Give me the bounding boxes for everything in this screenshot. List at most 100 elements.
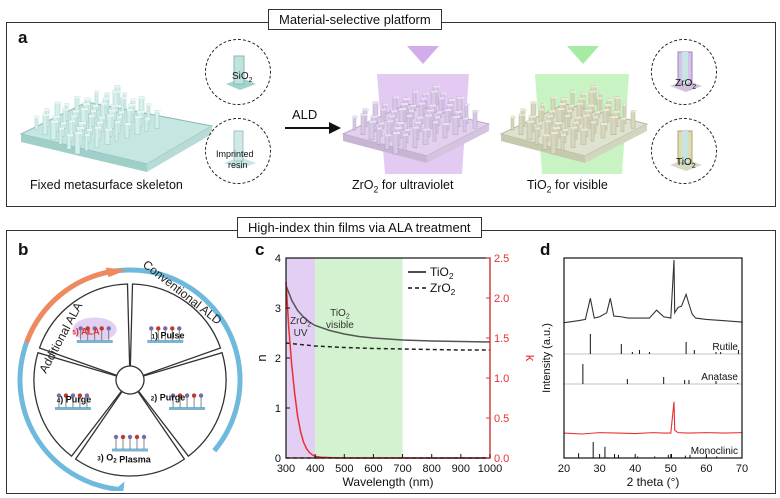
tio2-pillar-top [623, 103, 628, 106]
step-plasma-label: 3) O2 Plasma [97, 452, 152, 464]
tio2-pillar-top [607, 99, 613, 101]
zro2-pillar-top [419, 102, 425, 105]
zro2-pillar-top [383, 103, 388, 106]
step-purge4-label: 4) Purge [57, 394, 92, 404]
skeleton-pillar-top [123, 92, 128, 95]
skeleton-pillar-top [43, 113, 49, 116]
k-tick-label: 0.0 [494, 453, 509, 465]
ala-arrowhead [105, 267, 127, 278]
tio2-inset-label: TiO2 [676, 157, 696, 170]
tio2-pillar-top [541, 103, 546, 106]
molecule-atom [191, 393, 197, 398]
skeleton-pillar-top [129, 104, 135, 106]
sio2-pillar-icon [226, 55, 256, 90]
x-tick-label: 1000 [478, 463, 502, 475]
tio2-pillar-top [551, 96, 557, 99]
n-axis-title: n [254, 354, 269, 361]
skeleton-pillar-top [95, 126, 101, 129]
tio2-pillar-top [601, 123, 607, 125]
molecule-atom [170, 393, 176, 398]
skeleton-pillar-top [51, 120, 58, 123]
tio2-pillar-top [603, 109, 609, 111]
wedge-purge-2 [137, 351, 227, 458]
molecule-atom [170, 326, 175, 331]
zro2-pillar-top [353, 116, 358, 118]
zro2-pillar-top [463, 117, 468, 120]
k-tick-label: 1.5 [494, 333, 509, 345]
resin-inset: Imprinted resin [205, 118, 271, 184]
zro2-pillar-top [447, 104, 453, 106]
x-tick-label: 400 [306, 463, 324, 475]
step-purge2-label: 2) Purge [151, 392, 186, 402]
x-tick-label: 600 [364, 463, 382, 475]
zro2-pillar-top [421, 97, 427, 100]
tio2-pillar-top [591, 85, 598, 88]
skeleton-pillar-top [119, 111, 124, 114]
skeleton-pillar [84, 133, 89, 152]
zro2-pillar-icon [670, 51, 702, 92]
zro2-pillar-top [377, 127, 382, 130]
skeleton-pillar [144, 117, 149, 132]
tio2-pillar [526, 120, 533, 140]
tio2-pillar-top [563, 128, 568, 131]
zro2-pillar-top [431, 90, 438, 93]
tio2-pillar-top [559, 103, 566, 105]
skeleton-pillar-top [155, 110, 161, 113]
zro2-pillar-top [465, 103, 470, 106]
zro2-pillar-top [433, 85, 440, 88]
resin-label-2: resin [228, 160, 248, 170]
skeleton-pillar-top [145, 117, 150, 120]
molecule-atom [56, 393, 62, 398]
zro2-pillar-top [395, 127, 402, 129]
tio2-pillar [630, 110, 636, 129]
zro2-pillar-top [385, 134, 391, 137]
tio2-caption: TiO2 for visible [527, 178, 608, 195]
zro2-pillar-top [407, 114, 412, 117]
zro2-pillar-top [413, 126, 419, 129]
zro2-pillar [360, 113, 366, 136]
skeleton-pillar-top [91, 109, 96, 112]
skeleton-pillar [34, 115, 39, 131]
tio2-pillar-top [567, 109, 572, 112]
x-tick-label: 800 [423, 463, 441, 475]
skeleton-pillar-top [61, 122, 66, 125]
molecule-atom [134, 434, 140, 440]
skeleton-caption: Fixed metasurface skeleton [30, 178, 183, 192]
zro2-pillar-top [473, 110, 479, 113]
wedge-plasma [74, 390, 186, 477]
tio2-pillar-top [611, 115, 618, 118]
zro2-pillar-top [393, 96, 399, 99]
zro2-pillar [376, 127, 381, 145]
tio2-pillar-top [579, 97, 585, 100]
tio2-inset: TiO2 [651, 118, 717, 184]
zro2-pillar-top [423, 128, 430, 131]
zro2-caption: ZrO2 for ultraviolet [352, 178, 454, 195]
skeleton-pillar-top [103, 97, 109, 100]
sio2-inset: SiO2 [205, 39, 271, 105]
skeleton-pillar-top [101, 102, 107, 105]
tio2-pillar [600, 122, 606, 139]
zro2-pillar-top [387, 120, 393, 123]
section2-title: High-index thin films via ALA treatment [237, 217, 482, 238]
skeleton-pillar-top [67, 134, 73, 137]
molecule-atom [163, 326, 168, 331]
skeleton-pillar-top [75, 96, 81, 99]
zro2-inset-label: ZrO2 [675, 78, 697, 91]
tio2-pillar-top [529, 115, 536, 118]
zro2-pillar [422, 128, 429, 145]
zro2-pillar-top [403, 98, 410, 100]
skeleton-pillar-top [147, 103, 152, 106]
y-axis-title: Intensity (a.u.) [541, 323, 553, 393]
section1-title: Material-selective platform [268, 9, 442, 30]
tio2-pillar-top [521, 108, 527, 111]
zro2-pillar-top [453, 115, 460, 118]
x-tick-label: 300 [277, 463, 295, 475]
molecule-atom [78, 326, 83, 331]
skeleton-pillar-top [81, 108, 88, 110]
skeleton-pillar [74, 131, 81, 155]
tio2-pillar-top [613, 110, 620, 113]
tio2-pillar [620, 117, 625, 132]
zro2-pillar-top [415, 121, 421, 124]
y-tick-label: 2 [275, 353, 281, 365]
tio2-pillar-top [621, 117, 626, 120]
